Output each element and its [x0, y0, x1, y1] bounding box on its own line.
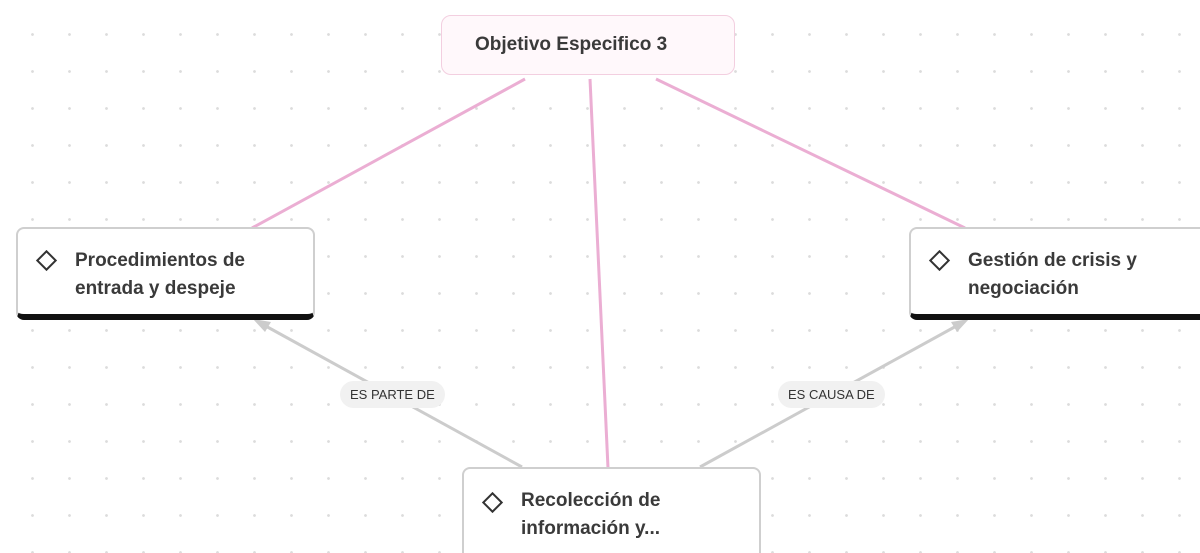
topic-node-label: Procedimientos de entrada y despeje — [75, 247, 245, 303]
root-node[interactable]: Objetivo Especifico 3 — [441, 15, 735, 75]
root-link-left — [251, 77, 526, 230]
root-link-right — [655, 77, 966, 230]
label-line: negociación — [968, 278, 1079, 299]
arrowhead-icon — [951, 319, 969, 332]
arrowhead-icon — [253, 319, 271, 332]
label-line: información y... — [521, 518, 661, 539]
topic-node-label: Gestión de crisis y negociación — [968, 247, 1137, 303]
root-link-bottom — [588, 78, 610, 469]
relation-label-es-parte-de[interactable]: ES PARTE DE — [340, 381, 445, 408]
topic-node-label: Recolección de información y... — [521, 487, 660, 543]
topic-node-recoleccion[interactable]: Recolección de información y... — [462, 467, 761, 553]
label-line: entrada y despeje — [75, 278, 236, 299]
diamond-icon — [35, 249, 58, 272]
root-node-label: Objetivo Especifico 3 — [475, 34, 668, 55]
diamond-icon — [481, 491, 504, 514]
label-line: Recolección de — [521, 490, 661, 511]
diamond-icon — [928, 249, 951, 272]
label-line: Gestión de crisis y — [968, 250, 1137, 271]
topic-node-gestion-crisis[interactable]: Gestión de crisis y negociación — [909, 227, 1200, 320]
relation-label-es-causa-de[interactable]: ES CAUSA DE — [778, 381, 885, 408]
label-line: Procedimientos de — [75, 250, 245, 271]
topic-node-procedimientos[interactable]: Procedimientos de entrada y despeje — [16, 227, 315, 320]
